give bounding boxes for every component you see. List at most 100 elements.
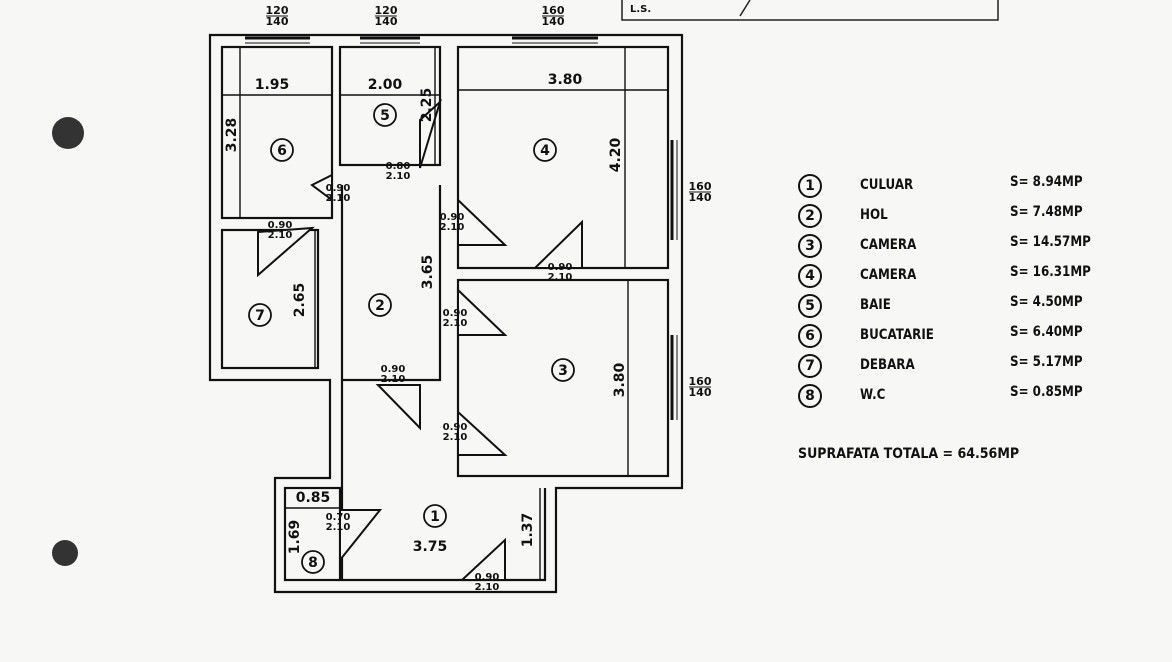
door-size-width: 0.90 — [326, 183, 351, 194]
room-name: CAMERA — [860, 267, 917, 283]
door-swing — [459, 537, 506, 581]
room-area: S= 16.31MP — [1010, 264, 1091, 280]
door-swing — [532, 219, 583, 269]
room-number: 4 — [540, 143, 550, 159]
room-number: 7 — [255, 308, 265, 324]
room-name: BAIE — [860, 297, 891, 313]
room-number-circle — [551, 358, 575, 382]
room-name: CULUAR — [860, 177, 914, 193]
room-number: 8 — [308, 555, 318, 571]
room-number: 3 — [798, 234, 822, 258]
room-number: 1 — [430, 509, 440, 525]
room-3-outline — [456, 278, 670, 478]
door-size-width: 0.90 — [440, 212, 465, 223]
room-name: DEBARA — [860, 357, 915, 373]
dimension-label: 2.65 — [292, 283, 308, 318]
dimension-label: 1.37 — [520, 513, 536, 548]
window-size-width: 160 — [689, 375, 712, 388]
room-number: 5 — [798, 294, 822, 318]
door-size-width: 0.90 — [381, 364, 406, 375]
total-area: SUPRAFATA TOTALA = 64.56MP — [798, 446, 1020, 462]
room-number-circle — [301, 550, 325, 574]
punch-hole — [52, 117, 84, 149]
windows — [245, 36, 678, 420]
door-size-height: 2.10 — [443, 318, 468, 329]
room-number: 3 — [558, 363, 568, 379]
window-size-height: 140 — [542, 15, 565, 28]
door-size-height: 2.10 — [548, 272, 573, 283]
room-name: BUCATARIE — [860, 327, 934, 343]
window-size-width: 120 — [375, 4, 398, 17]
window-size-width: 160 — [542, 4, 565, 17]
door-size-width: 0.90 — [548, 262, 573, 273]
room-number: 7 — [798, 354, 822, 378]
room-5-outline — [338, 45, 442, 167]
room-name: CAMERA — [860, 237, 917, 253]
door-swing — [339, 509, 383, 563]
legend-row: 8 W.C S= 0.85MP — [798, 384, 1128, 414]
room-number: 6 — [277, 143, 287, 159]
room-name: W.C — [860, 387, 886, 403]
room-area: S= 4.50MP — [1010, 294, 1083, 310]
window-size-height: 140 — [689, 191, 712, 204]
dimension-lines — [222, 47, 668, 580]
dimension-label: 3.28 — [224, 118, 240, 153]
door-swing — [457, 287, 508, 336]
door-swing — [375, 384, 421, 431]
room-area: S= 5.17MP — [1010, 354, 1083, 370]
legend-row: 1 CULUAR S= 8.94MP — [798, 174, 1128, 204]
room-number: 5 — [380, 108, 390, 124]
door-size-height: 2.10 — [381, 374, 406, 385]
door-swing — [310, 173, 333, 202]
punch-hole — [52, 540, 78, 566]
room-number: 4 — [798, 264, 822, 288]
dimension-label: 2.00 — [368, 77, 403, 93]
door-swing — [257, 226, 315, 278]
room-area: S= 0.85MP — [1010, 384, 1083, 400]
dimension-label: 3.80 — [548, 72, 583, 88]
window-size-height: 140 — [266, 15, 289, 28]
dimension-label: 3.75 — [413, 539, 448, 555]
dimension-label: 1.95 — [255, 77, 290, 93]
door-swing — [457, 197, 508, 246]
door-swing — [457, 409, 508, 456]
dimension-label: 3.65 — [420, 255, 436, 290]
door-size-width: 0.90 — [268, 220, 293, 231]
room-number: 2 — [375, 298, 385, 314]
room-number: 1 — [798, 174, 822, 198]
room-number-circle — [373, 103, 397, 127]
room-number-circle — [533, 138, 557, 162]
door-swings — [257, 98, 583, 581]
legend-row: 3 CAMERA S= 14.57MP — [798, 234, 1128, 264]
title-block — [621, 0, 999, 21]
door-size-height: 2.10 — [475, 582, 500, 593]
room-name: HOL — [860, 207, 888, 223]
outer-wall — [208, 33, 684, 594]
window-size-height: 140 — [689, 386, 712, 399]
dimension-label: 1.69 — [287, 520, 303, 555]
room-number: 8 — [798, 384, 822, 408]
legend-row: 5 BAIE S= 4.50MP — [798, 294, 1128, 324]
dimension-label: 2.25 — [419, 88, 435, 123]
door-size-height: 2.10 — [440, 222, 465, 233]
room-area: S= 14.57MP — [1010, 234, 1091, 250]
window-size-width: 160 — [689, 180, 712, 193]
door-size-height: 2.10 — [268, 230, 293, 241]
door-size-height: 2.10 — [326, 522, 351, 533]
room-6-outline — [220, 45, 334, 220]
door-size-width: 0.90 — [443, 308, 468, 319]
room-area: S= 8.94MP — [1010, 174, 1083, 190]
dimension-label: 4.20 — [608, 137, 624, 172]
room-number: 2 — [798, 204, 822, 228]
door-size-width: 0.70 — [326, 512, 351, 523]
room-number-circle — [423, 504, 447, 528]
window-size-width: 120 — [266, 4, 289, 17]
dimension-label: 0.85 — [296, 490, 331, 506]
door-size-height: 2.10 — [443, 432, 468, 443]
room-7-outline — [220, 228, 320, 370]
door-size-width: 0.80 — [386, 161, 411, 172]
dimension-label: 3.80 — [612, 362, 628, 397]
